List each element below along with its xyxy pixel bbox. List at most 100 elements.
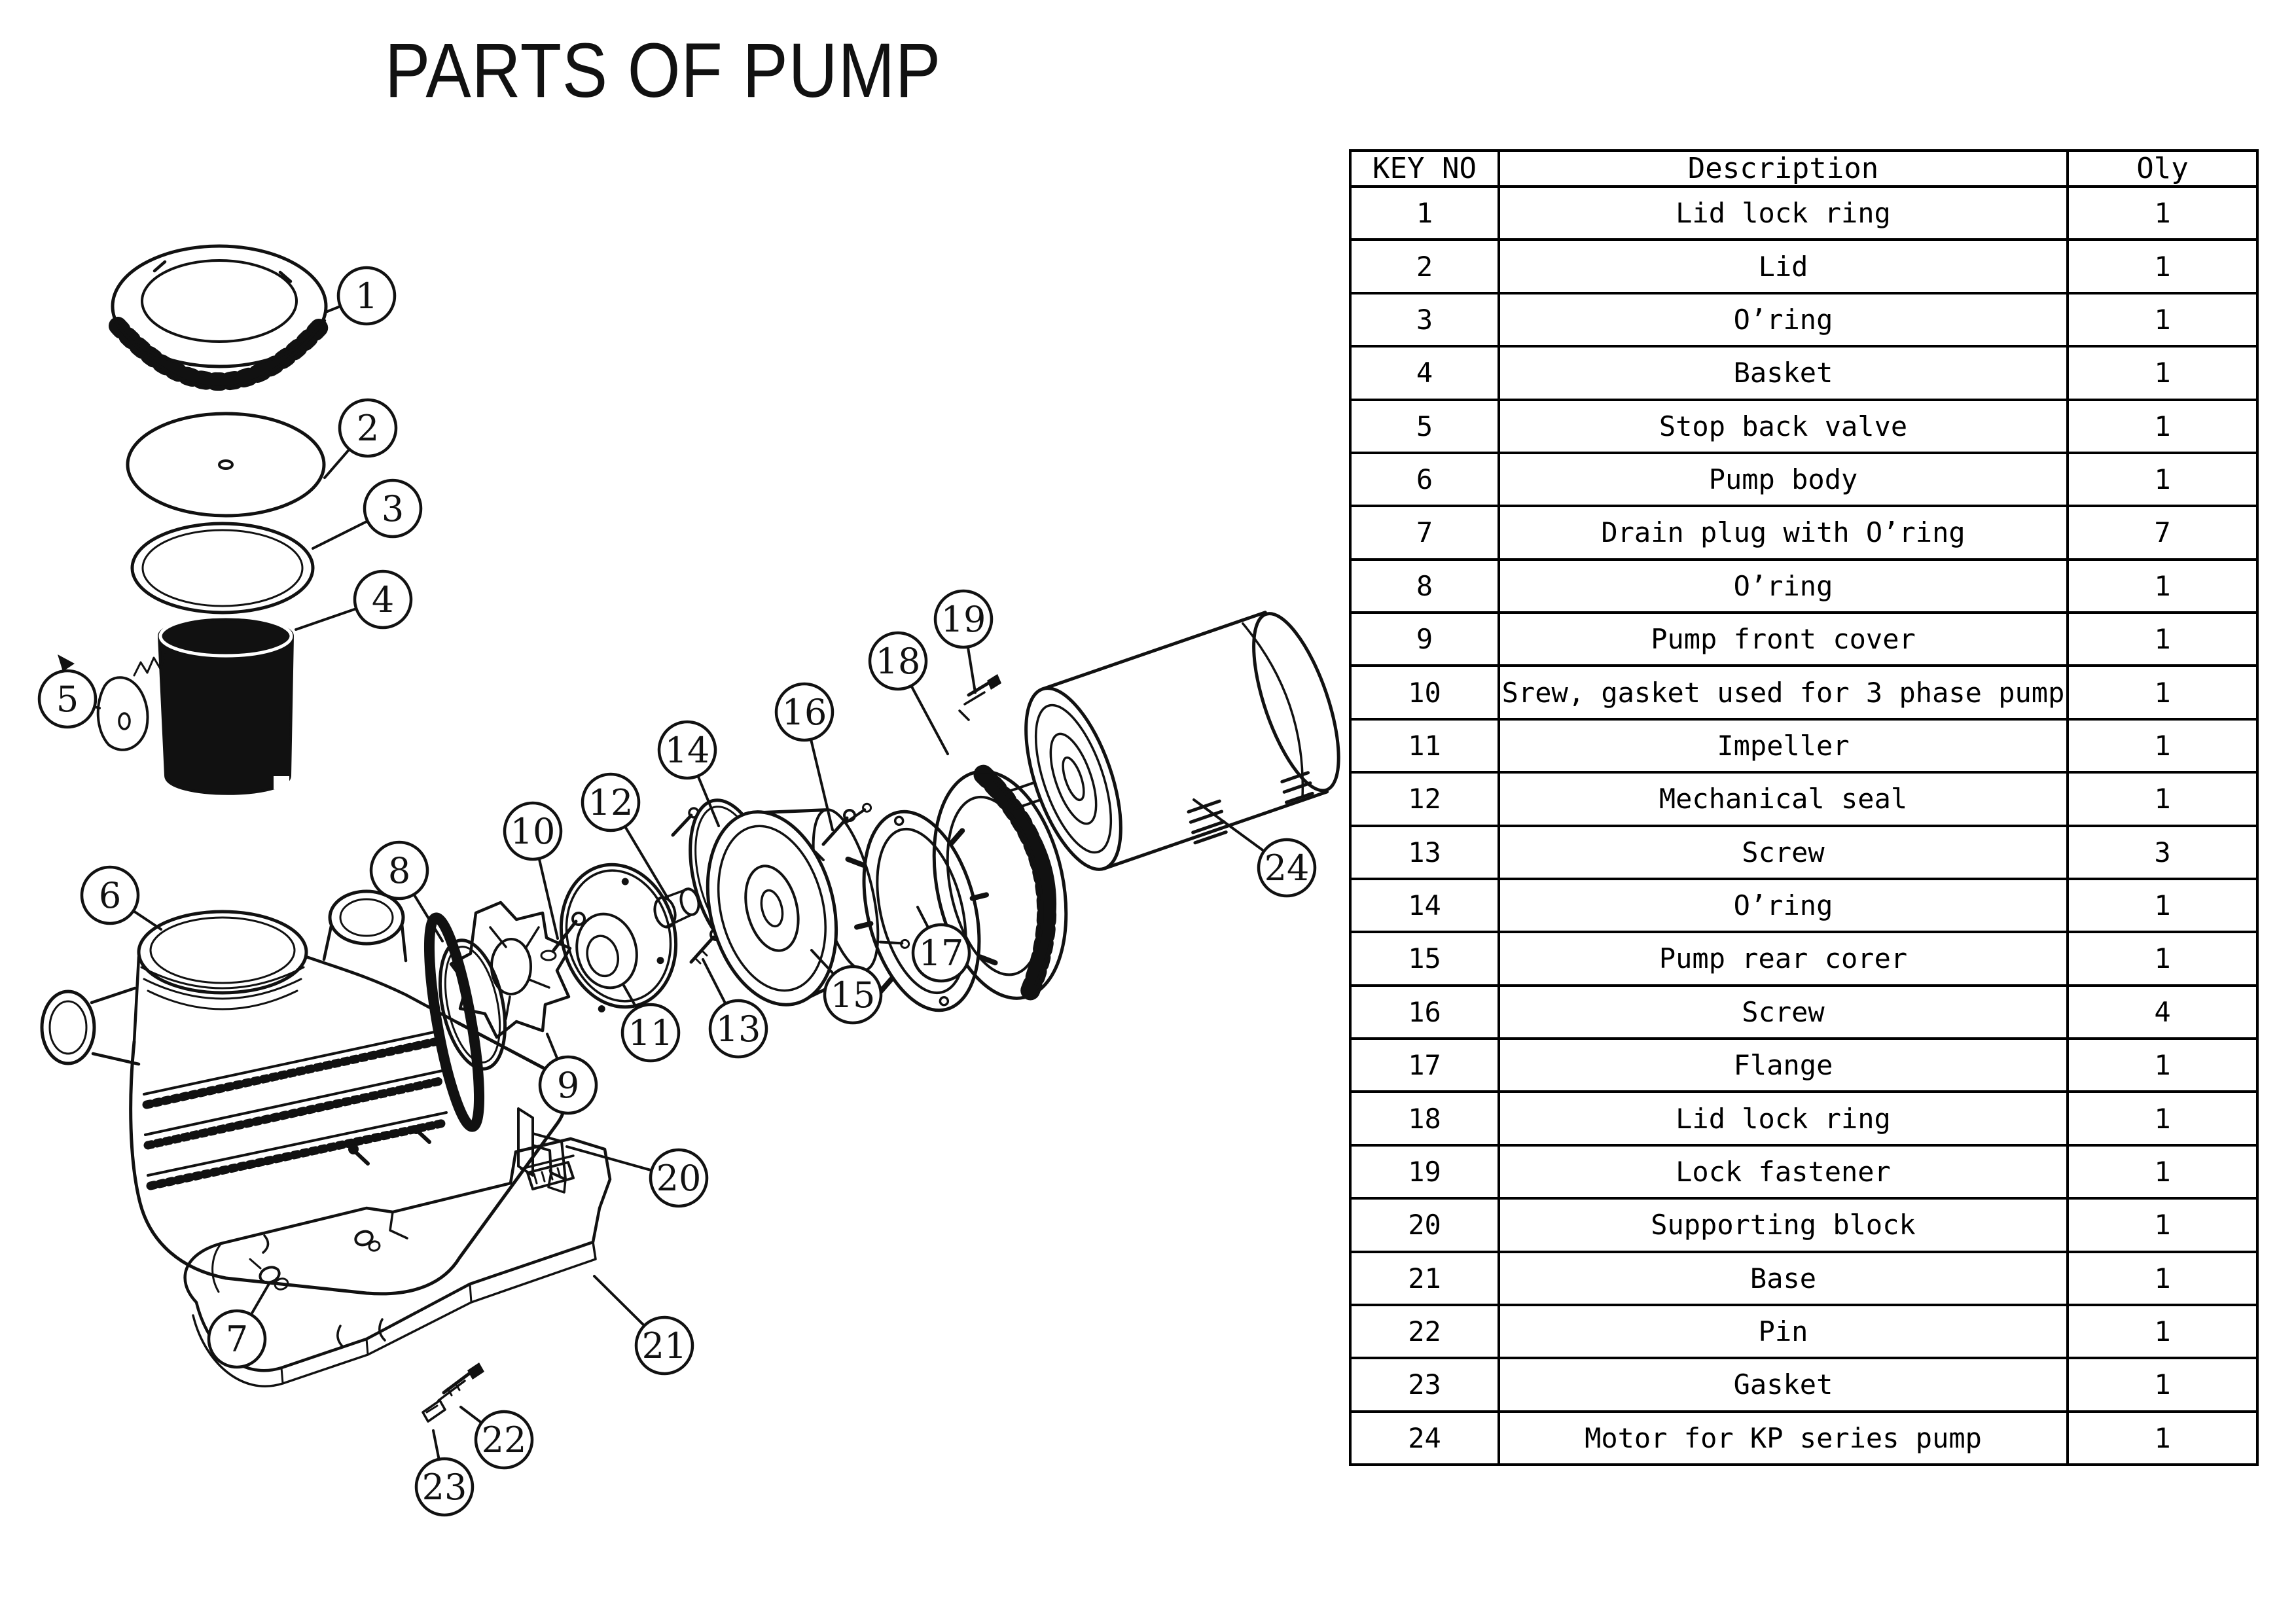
cell-qty: 1 (2066, 1357, 2259, 1413)
callout-24: 24 (1193, 798, 1317, 898)
cell-key-no: 3 (1349, 291, 1500, 348)
cell-qty: 1 (2066, 1143, 2259, 1200)
cell-description: Stop back valve (1498, 398, 2069, 454)
cell-description: Lock fastener (1498, 1143, 2069, 1200)
cell-description: Lid lock ring (1498, 185, 2069, 241)
cell-key-no: 7 (1349, 505, 1500, 561)
svg-text:12: 12 (588, 782, 634, 823)
callout-4: 4 (295, 569, 413, 631)
cell-description: Gasket (1498, 1357, 2069, 1413)
cell-description: Screw (1498, 984, 2069, 1041)
cell-description: Lid lock ring (1498, 1090, 2069, 1147)
cell-key-no: 22 (1349, 1303, 1500, 1360)
cell-qty: 1 (2066, 1303, 2259, 1360)
part-lid-lock-ring-front (109, 244, 330, 391)
callout-16: 16 (774, 682, 834, 831)
callout-17: 17 (911, 906, 971, 983)
svg-text:1: 1 (355, 276, 378, 317)
svg-text:2: 2 (357, 408, 379, 449)
cell-key-no: 14 (1349, 877, 1500, 934)
svg-text:18: 18 (876, 641, 921, 682)
svg-text:3: 3 (382, 488, 404, 529)
cell-description: Pump rear corer (1498, 931, 2069, 987)
part-drain-plugs (249, 1125, 431, 1291)
cell-key-no: 9 (1349, 611, 1500, 668)
part-basket (158, 615, 294, 795)
cell-description: Lid (1498, 238, 2069, 294)
part-lock-fastener (958, 674, 1001, 721)
cell-qty: 3 (2066, 824, 2259, 880)
cell-qty: 1 (2066, 558, 2259, 615)
cell-qty: 1 (2066, 1410, 2259, 1467)
cell-description: Base (1498, 1250, 2069, 1306)
col-header-description: Description (1498, 149, 2069, 188)
callout-19: 19 (933, 589, 994, 694)
cell-qty: 1 (2066, 664, 2259, 721)
callout-10: 10 (503, 801, 563, 940)
cell-description: Flange (1498, 1037, 2069, 1094)
callout-14: 14 (657, 720, 720, 827)
part-pump-body (40, 889, 567, 1296)
callout-11: 11 (620, 983, 681, 1063)
cell-qty: 1 (2066, 611, 2259, 668)
cell-qty: 1 (2066, 717, 2259, 774)
svg-text:10: 10 (511, 811, 556, 852)
part-flange (845, 810, 998, 1012)
svg-text:23: 23 (422, 1467, 467, 1508)
cell-key-no: 20 (1349, 1197, 1500, 1253)
cell-key-no: 18 (1349, 1090, 1500, 1147)
part-pin (437, 1363, 484, 1402)
svg-text:16: 16 (782, 692, 827, 733)
col-header-key-no: KEY NO (1349, 149, 1500, 188)
cell-qty: 1 (2066, 771, 2259, 827)
callout-6: 6 (80, 865, 162, 931)
callout-3: 3 (312, 478, 423, 550)
cell-qty: 7 (2066, 505, 2259, 561)
cell-qty: 1 (2066, 1197, 2259, 1253)
svg-text:5: 5 (56, 679, 79, 720)
cell-key-no: 13 (1349, 824, 1500, 880)
callout-12: 12 (581, 772, 669, 899)
svg-text:14: 14 (665, 730, 710, 771)
svg-text:24: 24 (1265, 847, 1310, 889)
cell-key-no: 1 (1349, 185, 1500, 241)
callout-18: 18 (868, 631, 949, 755)
svg-text:4: 4 (372, 579, 394, 620)
cell-qty: 1 (2066, 291, 2259, 348)
cell-key-no: 19 (1349, 1143, 1500, 1200)
svg-text:13: 13 (716, 1008, 761, 1050)
cell-key-no: 16 (1349, 984, 1500, 1041)
svg-text:7: 7 (226, 1319, 248, 1360)
callout-13: 13 (702, 958, 768, 1059)
cell-key-no: 6 (1349, 451, 1500, 508)
cell-key-no: 11 (1349, 717, 1500, 774)
cell-qty: 1 (2066, 238, 2259, 294)
callout-22: 22 (459, 1406, 534, 1470)
cell-qty: 1 (2066, 398, 2259, 454)
svg-text:20: 20 (656, 1158, 702, 1199)
cell-description: O’ring (1498, 558, 2069, 615)
part-lid-lock-ring-rear (932, 764, 1068, 1003)
cell-description: Srew, gasket used for 3 phase pump (1498, 664, 2069, 721)
part-oring-body (438, 938, 507, 1071)
callout-9: 9 (538, 1033, 598, 1115)
cell-description: Motor for KP series pump (1498, 1410, 2069, 1467)
svg-text:21: 21 (642, 1325, 687, 1366)
cell-description: Screw (1498, 824, 2069, 880)
cell-key-no: 15 (1349, 931, 1500, 987)
callout-21: 21 (593, 1275, 694, 1376)
